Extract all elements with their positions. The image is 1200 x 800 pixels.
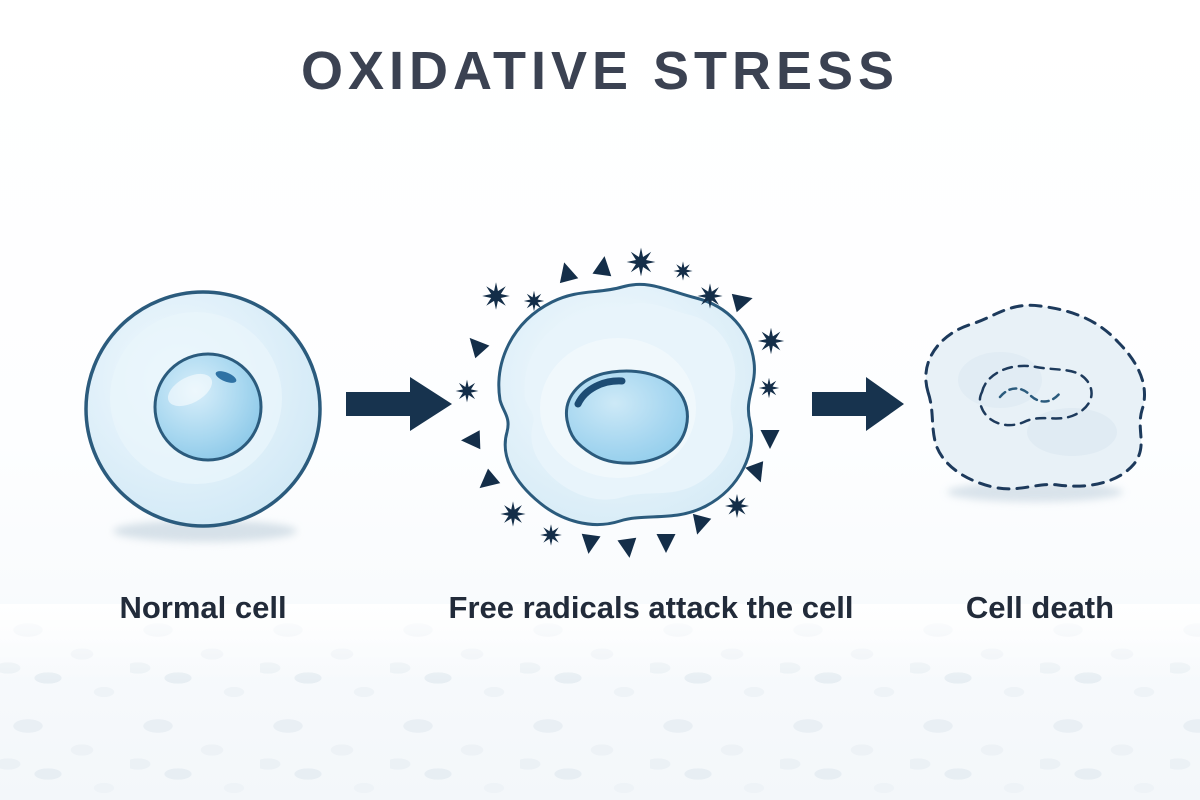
free-radical-triangle-icon (687, 513, 712, 538)
free-radical-star-icon (482, 282, 510, 310)
nucleus-highlight (167, 373, 213, 407)
normal-cell-illustration (84, 290, 322, 542)
free-radical-star-icon (673, 261, 693, 281)
free-radical-star-icon (455, 379, 479, 403)
free-radical-star-icon (626, 247, 656, 277)
free-radical-star-icon (540, 524, 562, 546)
free-radical-triangle-icon (460, 430, 481, 450)
free-radical-triangle-icon (554, 259, 579, 284)
background-texture-fade (0, 604, 1200, 682)
free-radical-star-icon (697, 283, 723, 309)
nucleus (564, 369, 689, 465)
cytoplasm-patch (958, 352, 1042, 408)
arrow-right-icon (812, 377, 904, 431)
free-radical-star-icon (500, 501, 526, 527)
free-radical-triangle-icon (745, 461, 770, 486)
cell-shadow (113, 520, 297, 542)
label-free-radicals-attack: Free radicals attack the cell (448, 590, 854, 625)
free-radical-triangle-icon (592, 254, 614, 277)
inner-squiggle (998, 387, 1062, 403)
nucleus-accent-swoosh (574, 377, 626, 408)
dead-cell-illustration (924, 303, 1146, 502)
free-radical-triangle-icon (617, 537, 639, 560)
cytoplasm-patch (1027, 408, 1117, 456)
inner-membrane-dashed (978, 364, 1093, 427)
nucleolus-mark (215, 371, 237, 383)
diagram-title: OXIDATIVE STRESS (300, 41, 900, 101)
free-radical-star-icon (725, 494, 749, 518)
free-radical-triangle-icon (760, 430, 780, 449)
nucleus (153, 352, 263, 462)
label-cell-death: Cell death (965, 590, 1115, 625)
label-normal-cell: Normal cell (119, 590, 287, 625)
free-radical-triangle-icon (579, 533, 601, 556)
free-radical-triangle-icon (473, 468, 501, 496)
attacked-cell-illustration (497, 282, 756, 526)
free-radical-triangle-icon (656, 534, 676, 553)
free-radical-star-icon (758, 377, 780, 399)
free-radical-triangle-icon (462, 331, 490, 359)
arrow-right-icon (346, 377, 452, 431)
free-radical-triangle-icon (731, 288, 756, 313)
cell-membrane-dashed (924, 303, 1146, 491)
free-radical-star-icon (757, 327, 785, 355)
free-radical-star-icon (523, 290, 545, 312)
